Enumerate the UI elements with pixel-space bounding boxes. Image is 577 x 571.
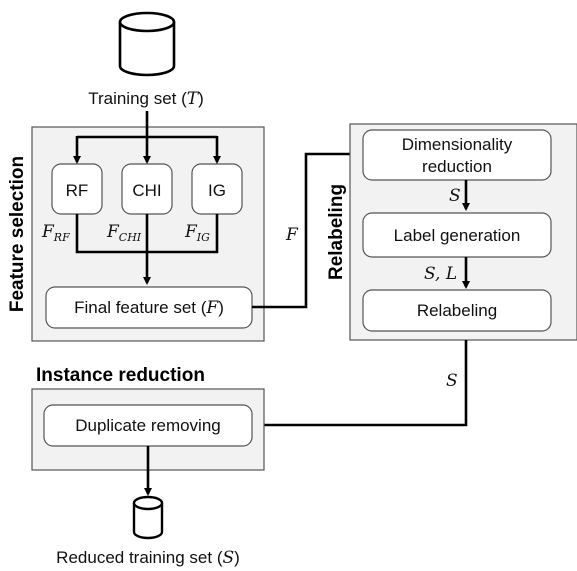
sl-label: S, L <box>424 264 457 284</box>
ig-label: IG <box>208 181 226 200</box>
chi-label: CHI <box>132 181 161 200</box>
f-connector-label: F <box>285 225 299 245</box>
f-chi-label: FCHI <box>106 222 142 244</box>
label-generation-node <box>362 212 552 258</box>
s-label: S <box>449 186 461 206</box>
training-set-database-icon <box>118 11 176 77</box>
s-return-arrow <box>253 340 468 429</box>
reduced-set-label: Reduced training set (S) <box>56 548 240 568</box>
feature-selection-title: Feature selection <box>7 156 28 312</box>
s-return-label: S <box>446 371 458 391</box>
instance-reduction-title: Instance reduction <box>36 365 205 386</box>
dimensionality-reduction-node <box>362 129 552 181</box>
training-set-label: Training set (T) <box>88 89 204 109</box>
merge-arrows <box>75 214 219 285</box>
relabeling-title: Relabeling <box>326 184 347 280</box>
f-connector-arrow <box>252 150 361 309</box>
fanout-arrows <box>73 111 221 164</box>
f-ig-label: FIG <box>184 222 210 244</box>
reduced-set-database-icon <box>132 495 164 540</box>
final-feature-set-label: Final feature set (F) <box>74 298 224 318</box>
relabeling-node <box>362 289 552 332</box>
duplicate-removing-label: Duplicate removing <box>75 416 221 435</box>
label-generation-label: Label generation <box>394 226 521 245</box>
rf-label: RF <box>66 181 89 200</box>
f-rf-label: FRF <box>41 222 70 244</box>
relabeling-node-label: Relabeling <box>417 301 497 320</box>
